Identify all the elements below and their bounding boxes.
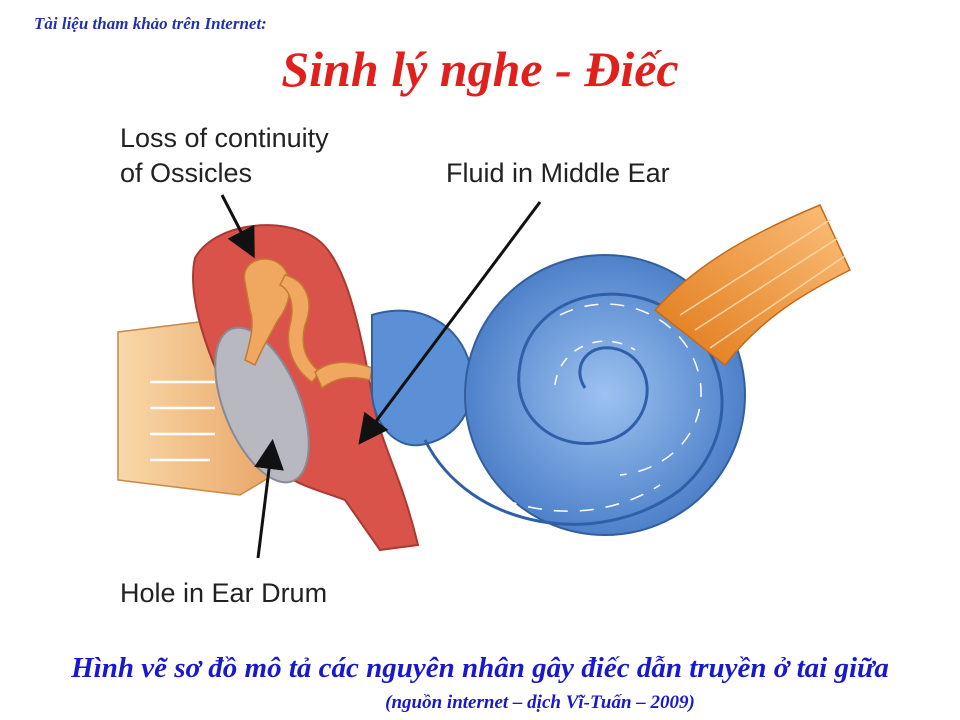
ear-diagram: Loss of continuity of Ossicles Fluid in … [117,123,851,608]
sound-wave-arrows [150,380,215,462]
source-note: Tài liệu tham khảo trên Internet: [34,14,267,33]
figure-source: (nguồn internet – dịch Vĩ-Tuấn – 2009) [385,692,695,713]
ossicles-arrow [220,194,255,259]
nerve-fibers [679,219,846,349]
eardrum-arrow [254,439,284,559]
eardrum-label: Hole in Ear Drum [120,578,327,608]
page-title: Sinh lý nghe - Điếc [281,41,679,97]
vestibule [371,309,474,447]
ossicles-label-line1: Loss of continuity [120,123,329,153]
ear-drum [214,326,310,484]
figure-caption: Hình vẽ sơ đồ mô tả các nguyên nhân gây … [71,652,889,684]
fluid-label: Fluid in Middle Ear [446,158,670,188]
ossicles-label-line2: of Ossicles [120,158,252,188]
ossicles [243,258,373,390]
fluid-arrow [358,201,542,445]
